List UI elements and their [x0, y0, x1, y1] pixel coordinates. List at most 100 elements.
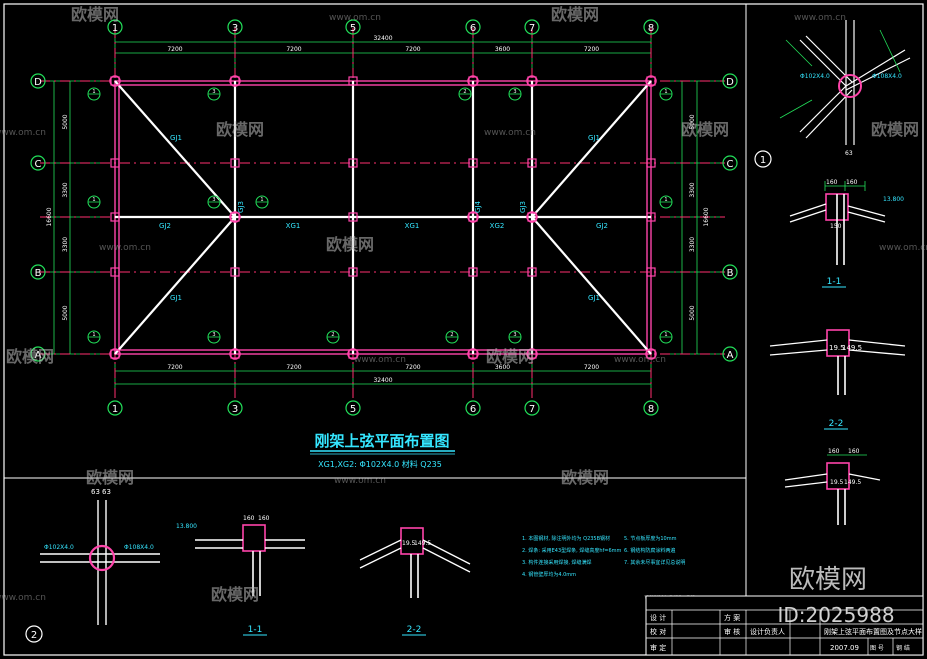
node-1-dim-c: 63 — [845, 150, 853, 157]
axis-label-row-D-left: D — [34, 77, 42, 88]
column — [468, 267, 478, 277]
watermark-brand: 欧模网 — [326, 235, 374, 254]
axis-label-col-8-top: 8 — [648, 23, 654, 34]
axis-label-row-C-right: C — [727, 159, 734, 170]
watermark-id: ID:2025988 — [777, 603, 894, 627]
member-label: GJ2 — [159, 222, 171, 230]
b11-dim-160b: 160 — [258, 515, 270, 522]
section-1-1-detail: 160 160 150 13.800 1-1 — [789, 179, 904, 288]
axis-bubble-row-A-left — [30, 346, 46, 362]
dim-bottom-span: 7200 — [584, 364, 599, 371]
axis-bubble-row-D-right — [722, 73, 738, 89]
column — [646, 158, 656, 168]
axis-label-col-8-bottom: 8 — [648, 404, 654, 415]
note-line: 4. 钢管壁厚均为4.0mm — [522, 571, 576, 578]
axis-bubble-row-B-left — [30, 264, 46, 280]
sec22-dim-1495: 149.5 — [842, 344, 862, 352]
axis-bubble-col-8-top — [643, 19, 659, 35]
detail-tag-number: 1 — [664, 197, 667, 203]
axis-bubble-row-C-left — [30, 155, 46, 171]
b22-dim-1495: 149.5 — [414, 540, 431, 547]
axis-bubble-col-5-top — [345, 19, 361, 35]
pipe-node — [109, 75, 121, 87]
b11-dim-160a: 160 — [243, 515, 255, 522]
watermark-brand: 欧模网 — [551, 5, 599, 24]
column — [110, 349, 120, 359]
column — [527, 212, 537, 222]
tb-r1-c1: 设 计 — [650, 613, 666, 622]
dim-bottom-span: 7200 — [286, 364, 301, 371]
sec33-dim-1495: 149.5 — [844, 479, 861, 486]
column — [646, 349, 656, 359]
dim-left-span: 5000 — [62, 114, 69, 129]
pipe-node — [347, 348, 359, 360]
watermark-brand: 欧模网 — [86, 468, 134, 487]
axis-label-col-7-bottom: 7 — [529, 404, 535, 415]
bottom-section-2-2-label: 2-2 — [407, 625, 422, 635]
column — [468, 349, 478, 359]
sec22-plate — [826, 329, 850, 357]
watermark-url: www.om.cn — [614, 355, 666, 365]
columns — [109, 75, 657, 360]
member-label: GJ1 — [588, 294, 600, 302]
watermark-url: www.om.cn — [329, 13, 381, 23]
watermark-url: www.om.cn — [879, 243, 927, 253]
member-label: XG1 — [286, 222, 301, 230]
column — [348, 349, 358, 359]
node-1-pipe — [838, 74, 862, 98]
axis-bubble-col-3-bottom — [227, 400, 243, 416]
axis-label-row-D-right: D — [726, 77, 734, 88]
watermark-brand: 欧模网 — [71, 5, 119, 24]
column — [110, 267, 120, 277]
column — [230, 267, 240, 277]
axis-bubble-row-C-right — [722, 155, 738, 171]
column — [527, 349, 537, 359]
detail-tag-number: 3 — [513, 89, 516, 95]
member-label: GJ1 — [170, 294, 182, 302]
axis-bubble-col-5-bottom — [345, 400, 361, 416]
column — [348, 158, 358, 168]
axis-label-row-A-left: A — [35, 350, 42, 361]
axis-label-row-B-left: B — [35, 268, 42, 279]
node-2-dim-63b: 63 — [102, 488, 111, 496]
axis-bubble-col-6-bottom — [465, 400, 481, 416]
axis-label-col-5-top: 5 — [350, 23, 356, 34]
bottom-section-1-1: 160 160 13.800 1-1 — [176, 515, 305, 636]
plan-title: 刚架上弦平面布置图 — [314, 432, 449, 450]
axis-label-col-6-bottom: 6 — [470, 404, 476, 415]
axis-bubble-col-1-top — [107, 19, 123, 35]
node-1-dim-b: Φ108X4.0 — [872, 73, 902, 80]
member-label: GJ3 — [237, 201, 245, 213]
tb-designer: 设计负责人 — [750, 627, 785, 636]
detail-tag-number: 1 — [260, 197, 263, 203]
watermark-brand: 欧模网 — [871, 120, 919, 139]
axis-label-col-5-bottom: 5 — [350, 404, 356, 415]
watermark-brand: 欧模网 — [561, 468, 609, 487]
watermark-url: www.om.cn — [334, 476, 386, 486]
dim-top-span: 7200 — [405, 46, 420, 53]
watermark-url: www.om.cn — [0, 593, 46, 603]
axis-bubble-col-8-bottom — [643, 400, 659, 416]
member-label: XG2 — [490, 222, 505, 230]
tb-r3-c1: 审 定 — [650, 643, 666, 652]
dim-top-span: 7200 — [167, 46, 182, 53]
member-label: GJ3 — [519, 201, 527, 213]
tb-sheet-a: 图 号 — [870, 645, 884, 652]
dim-top-total: 32400 — [373, 35, 392, 42]
watermark-brand-large: 欧模网 — [789, 565, 867, 595]
detail-tag-number: 2 — [450, 332, 453, 338]
watermark-url: www.om.cn — [484, 128, 536, 138]
truss-members — [114, 80, 652, 355]
axis-bubble-col-7-top — [524, 19, 540, 35]
column — [646, 212, 656, 222]
column — [468, 158, 478, 168]
pipe-node — [645, 75, 657, 87]
column — [527, 158, 537, 168]
bottom-section-1-1-label: 1-1 — [248, 625, 263, 635]
tb-date: 2007.09 — [830, 644, 859, 652]
sec33-dim-195: 19.5 — [830, 479, 844, 486]
column — [230, 76, 240, 86]
section-3-3-detail: 160 160 19.5 149.5 — [784, 448, 881, 525]
dim-bottom-span: 7200 — [167, 364, 182, 371]
